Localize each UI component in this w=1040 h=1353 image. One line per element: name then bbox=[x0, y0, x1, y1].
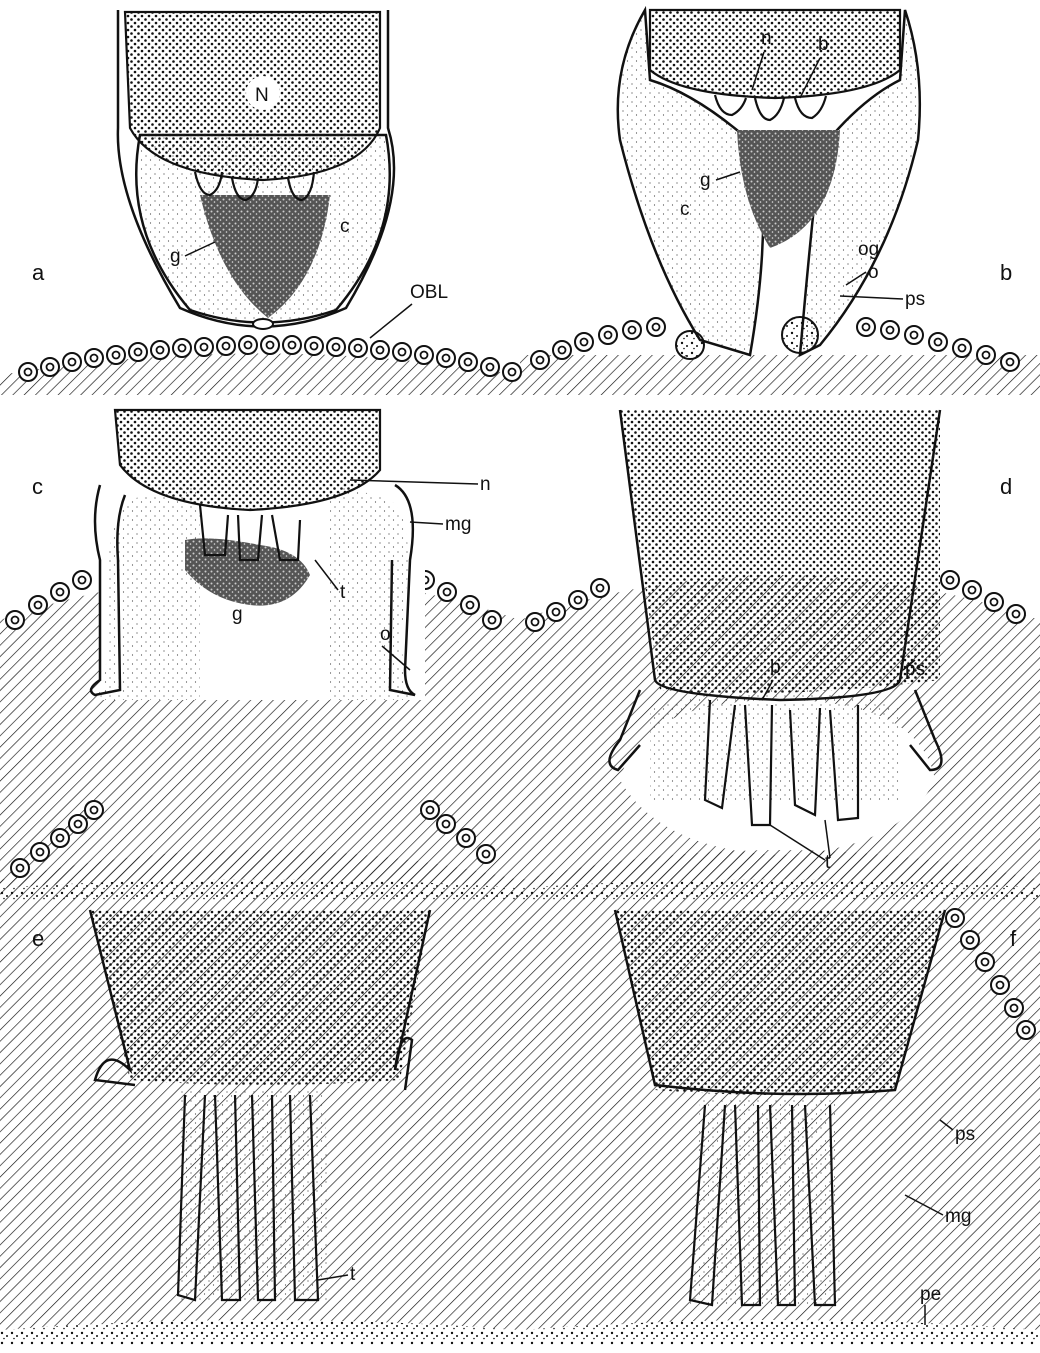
label-t: t bbox=[350, 1264, 356, 1285]
label-n: n bbox=[480, 474, 491, 495]
panel-letter-f: f bbox=[1010, 926, 1017, 951]
label-mg: mg bbox=[445, 514, 471, 535]
panel-f: ps mg pe f bbox=[520, 850, 1040, 1345]
label-b: b bbox=[770, 657, 781, 678]
label-o: o bbox=[868, 262, 879, 283]
label-n: n bbox=[761, 28, 772, 49]
label-t: t bbox=[340, 582, 346, 603]
label-g: g bbox=[232, 604, 243, 625]
label-og: og bbox=[858, 239, 879, 260]
panel-b: n b g c og o ps b bbox=[520, 10, 1040, 395]
label-N: N bbox=[255, 85, 269, 106]
embryo-body bbox=[620, 410, 940, 693]
panel-letter-a: a bbox=[32, 260, 45, 285]
leader-mg bbox=[410, 522, 443, 524]
leader-OBL bbox=[370, 304, 412, 338]
label-b: b bbox=[818, 34, 829, 55]
label-mg: mg bbox=[945, 1206, 971, 1227]
panel-e: t e bbox=[0, 801, 520, 1345]
label-c: c bbox=[340, 216, 350, 237]
label-ps: ps bbox=[905, 289, 925, 310]
panel-a: N c g OBL a bbox=[0, 10, 521, 395]
nucleus bbox=[650, 10, 900, 98]
panel-letter-e: e bbox=[32, 926, 44, 951]
mesoderm bbox=[650, 690, 900, 800]
panel-letter-d: d bbox=[1000, 474, 1012, 499]
label-OBL: OBL bbox=[410, 282, 448, 303]
pole-node bbox=[253, 319, 273, 329]
outgrowth-left bbox=[676, 331, 704, 359]
trophoblast-region bbox=[690, 1100, 840, 1305]
embryo-body bbox=[90, 910, 430, 1085]
label-pe: pe bbox=[920, 1284, 941, 1305]
label-g: g bbox=[700, 170, 711, 191]
label-o: o bbox=[380, 624, 391, 645]
panel-letter-c: c bbox=[32, 474, 43, 499]
embryo-body bbox=[615, 910, 945, 1095]
label-g: g bbox=[170, 246, 181, 267]
uterine-wall bbox=[520, 355, 1040, 395]
label-ps: ps bbox=[905, 659, 925, 680]
panel-letter-b: b bbox=[1000, 260, 1012, 285]
leader-n bbox=[350, 480, 478, 484]
label-ps: ps bbox=[955, 1124, 975, 1145]
panel-d: ps b t d bbox=[520, 410, 1040, 900]
outgrowth-right bbox=[782, 317, 818, 353]
label-c: c bbox=[680, 199, 690, 220]
